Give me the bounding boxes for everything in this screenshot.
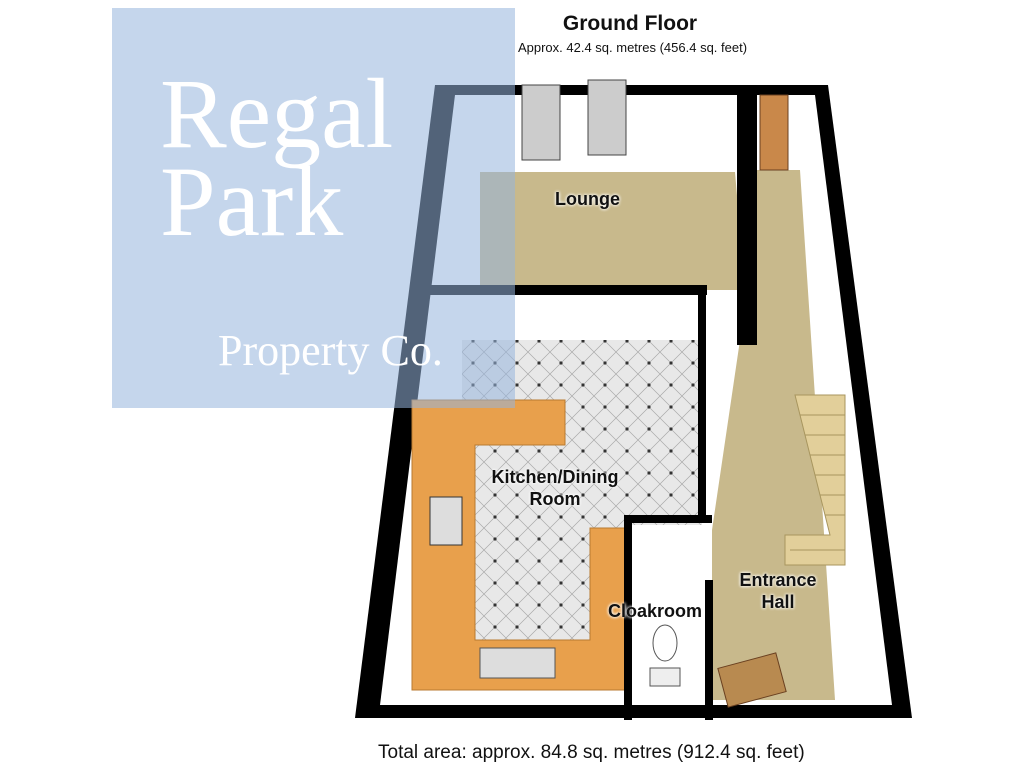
stairs-icon <box>784 394 846 566</box>
lounge-floor <box>480 172 745 290</box>
watermark <box>112 8 515 408</box>
worktop <box>411 399 626 691</box>
patio-door <box>587 79 627 156</box>
total-area: Total area: approx. 84.8 sq. metres (912… <box>378 742 805 763</box>
sink-icon <box>479 647 556 679</box>
toilet-icon <box>652 624 678 662</box>
patio-door <box>521 84 561 161</box>
door-mat <box>717 652 787 708</box>
cloakroom-floor <box>632 525 710 690</box>
floor-area: Approx. 42.4 sq. metres (456.4 sq. feet) <box>517 40 748 55</box>
hob-icon <box>429 496 463 546</box>
room-label-cloakroom: Cloakroom <box>608 601 703 621</box>
watermark-tagline: Property Co. <box>218 326 443 375</box>
room-label-lounge: Lounge <box>555 189 620 209</box>
floor-title: Ground Floor <box>562 12 698 35</box>
front-door <box>759 94 789 171</box>
